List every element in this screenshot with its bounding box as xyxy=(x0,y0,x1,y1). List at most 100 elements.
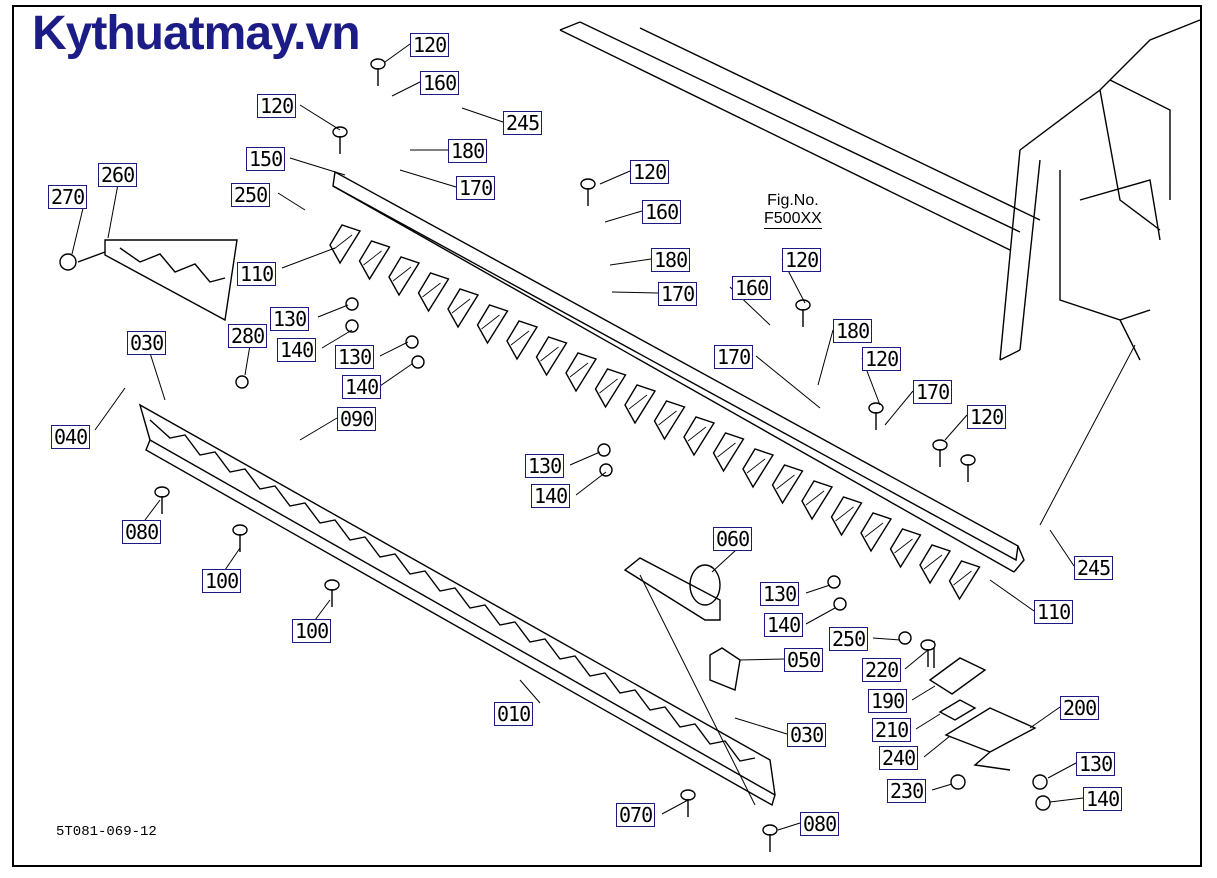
washer xyxy=(235,375,249,389)
bolt-head xyxy=(154,486,170,498)
knife-guard-hatch xyxy=(835,506,854,522)
callout-140: 140 xyxy=(342,375,382,399)
leader-line xyxy=(314,599,331,621)
callout-050: 050 xyxy=(784,648,824,672)
leader-line xyxy=(299,104,341,131)
knife-guard xyxy=(476,304,509,345)
bolt-head xyxy=(324,579,340,591)
callout-110: 110 xyxy=(1034,600,1074,624)
callout-130: 130 xyxy=(525,454,565,478)
callout-140: 140 xyxy=(277,338,317,362)
knife-guard-hatch xyxy=(569,362,589,378)
knife-guard-hatch xyxy=(923,554,943,570)
leader-line xyxy=(989,579,1035,612)
washer xyxy=(599,463,613,477)
washer xyxy=(405,335,419,349)
callout-160: 160 xyxy=(642,200,682,224)
knife-guard-hatch xyxy=(687,426,707,442)
callout-180: 180 xyxy=(448,139,488,163)
callout-230: 230 xyxy=(887,779,927,803)
leader-line xyxy=(872,637,901,641)
leader-line xyxy=(915,713,941,730)
leader-line xyxy=(289,157,346,176)
washer xyxy=(345,297,359,311)
callout-090: 090 xyxy=(337,407,377,431)
leader-line xyxy=(379,341,409,357)
knife-guard xyxy=(388,256,421,297)
knife-guard xyxy=(889,528,922,569)
callout-170: 170 xyxy=(658,282,698,306)
leader-line xyxy=(805,607,836,625)
knife-guard xyxy=(860,512,893,553)
knife-guard-hatch xyxy=(510,330,530,346)
leader-line xyxy=(611,291,659,294)
leader-line xyxy=(609,258,652,266)
callout-140: 140 xyxy=(764,613,804,637)
leader-line xyxy=(399,169,457,188)
callout-160: 160 xyxy=(732,276,772,300)
knife-guard-hatch xyxy=(894,538,913,554)
callout-130: 130 xyxy=(760,582,800,606)
knife-guard xyxy=(329,224,362,265)
leader-line xyxy=(817,329,834,386)
callout-170: 170 xyxy=(913,380,953,404)
bolt-head xyxy=(370,58,386,70)
callout-010: 010 xyxy=(494,702,534,726)
callout-100: 100 xyxy=(292,619,332,643)
callout-250: 250 xyxy=(231,183,271,207)
callout-200: 200 xyxy=(1060,696,1100,720)
callout-260: 260 xyxy=(98,163,138,187)
bolt-head xyxy=(932,439,948,451)
callout-280: 280 xyxy=(228,324,268,348)
bolt-head xyxy=(232,524,248,536)
leader-line xyxy=(1049,797,1084,803)
callout-160: 160 xyxy=(420,71,460,95)
knife-guard xyxy=(919,544,952,585)
leader-line xyxy=(461,107,504,123)
knife-guard xyxy=(830,496,863,537)
washer xyxy=(833,597,847,611)
knife-guard xyxy=(712,432,745,473)
drawing-code: 5T081-069-12 xyxy=(56,824,157,840)
bolt-head xyxy=(795,299,811,311)
leader-line xyxy=(384,43,411,63)
knife-guard-hatch xyxy=(953,570,972,586)
bracket-060 xyxy=(623,557,756,806)
callout-030: 030 xyxy=(127,331,167,355)
leader-line xyxy=(911,685,936,701)
leader-line xyxy=(317,304,349,318)
figure-number: Fig.No. F500XX xyxy=(764,192,822,229)
watermark-logo: Kythuatmay.vn xyxy=(32,7,361,60)
leader-line xyxy=(575,471,607,496)
knife-guard xyxy=(535,336,568,377)
leader-line xyxy=(904,649,929,670)
callout-100: 100 xyxy=(202,569,242,593)
callout-170: 170 xyxy=(714,345,754,369)
drawing-frame xyxy=(12,5,1202,867)
callout-080: 080 xyxy=(800,812,840,836)
bolt-head xyxy=(960,454,976,466)
washer xyxy=(411,355,425,369)
leader-line xyxy=(224,547,241,571)
leader-line xyxy=(777,822,801,831)
leader-line xyxy=(599,170,631,185)
knife-guard xyxy=(594,368,627,409)
bolt-head xyxy=(762,824,778,836)
callout-120: 120 xyxy=(862,347,902,371)
leader-line xyxy=(94,387,126,431)
leader-line xyxy=(379,363,413,387)
leader-line xyxy=(391,81,421,97)
bolt-head xyxy=(868,402,884,414)
callout-120: 120 xyxy=(410,33,450,57)
leader-line xyxy=(734,717,788,735)
knife-guard-hatch xyxy=(658,410,677,426)
knife-guard xyxy=(653,400,686,441)
callout-110: 110 xyxy=(237,262,277,286)
callout-120: 120 xyxy=(782,248,822,272)
leader-line xyxy=(755,355,821,409)
bolts xyxy=(154,58,976,852)
knife-guard-hatch xyxy=(392,266,412,282)
knife-guard xyxy=(948,560,981,601)
